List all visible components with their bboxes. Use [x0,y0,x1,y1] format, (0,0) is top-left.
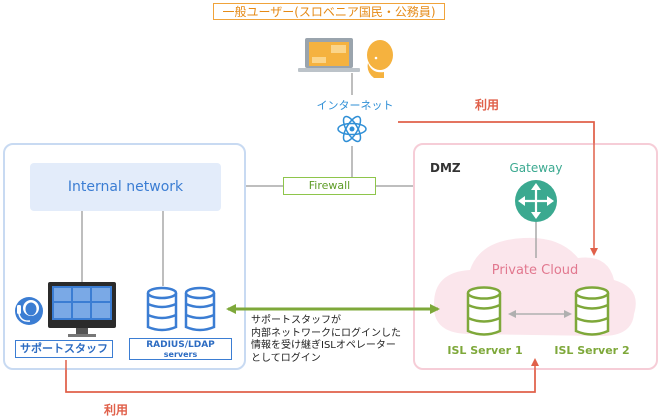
use-label-bottom: 利用 [104,403,129,417]
monitor-icon [48,282,116,337]
use-arrow-top [398,121,598,256]
note-line: としてログイン [251,352,321,364]
gateway-label: Gateway [509,161,563,175]
general-user-title: 一般ユーザー(スロベニア国民・公務員) [213,3,445,20]
handover-note: サポートスタッフが 内部ネットワークにログインした 情報を受け継ぎISLオペレー… [251,315,421,365]
database-icon [184,286,216,332]
database-icon [146,286,178,332]
note-line: サポートスタッフが [251,315,341,326]
use-label-top: 利用 [475,98,500,112]
router-icon [515,180,557,222]
person-icon [367,40,393,78]
note-line: 内部ネットワークにログインした [251,327,401,339]
isl-server-2-label: ISL Server 2 [554,344,630,357]
headset-person-icon [15,297,43,325]
internal-network-block: Internal network [30,163,221,211]
radius-ldap-label: RADIUS/LDAP servers [129,338,232,360]
use-arrow-bottom [65,358,539,393]
isl-server-1-label: ISL Server 1 [447,344,523,357]
firewall-box: Firewall [283,177,376,195]
radius-label-line2: servers [163,350,198,359]
radius-label-line1: RADIUS/LDAP [146,340,215,350]
isl-server-2-icon [574,286,610,336]
private-cloud-label: Private Cloud [491,263,579,278]
note-line: 情報を受け継ぎISLオペレーター [251,340,396,351]
support-staff-label: サポートスタッフ [15,340,113,358]
laptop-icon [298,38,360,72]
internet-label: インターネット [316,99,394,112]
isl-server-1-icon [466,286,502,336]
atom-icon [337,115,367,143]
dmz-label: DMZ [430,161,461,175]
